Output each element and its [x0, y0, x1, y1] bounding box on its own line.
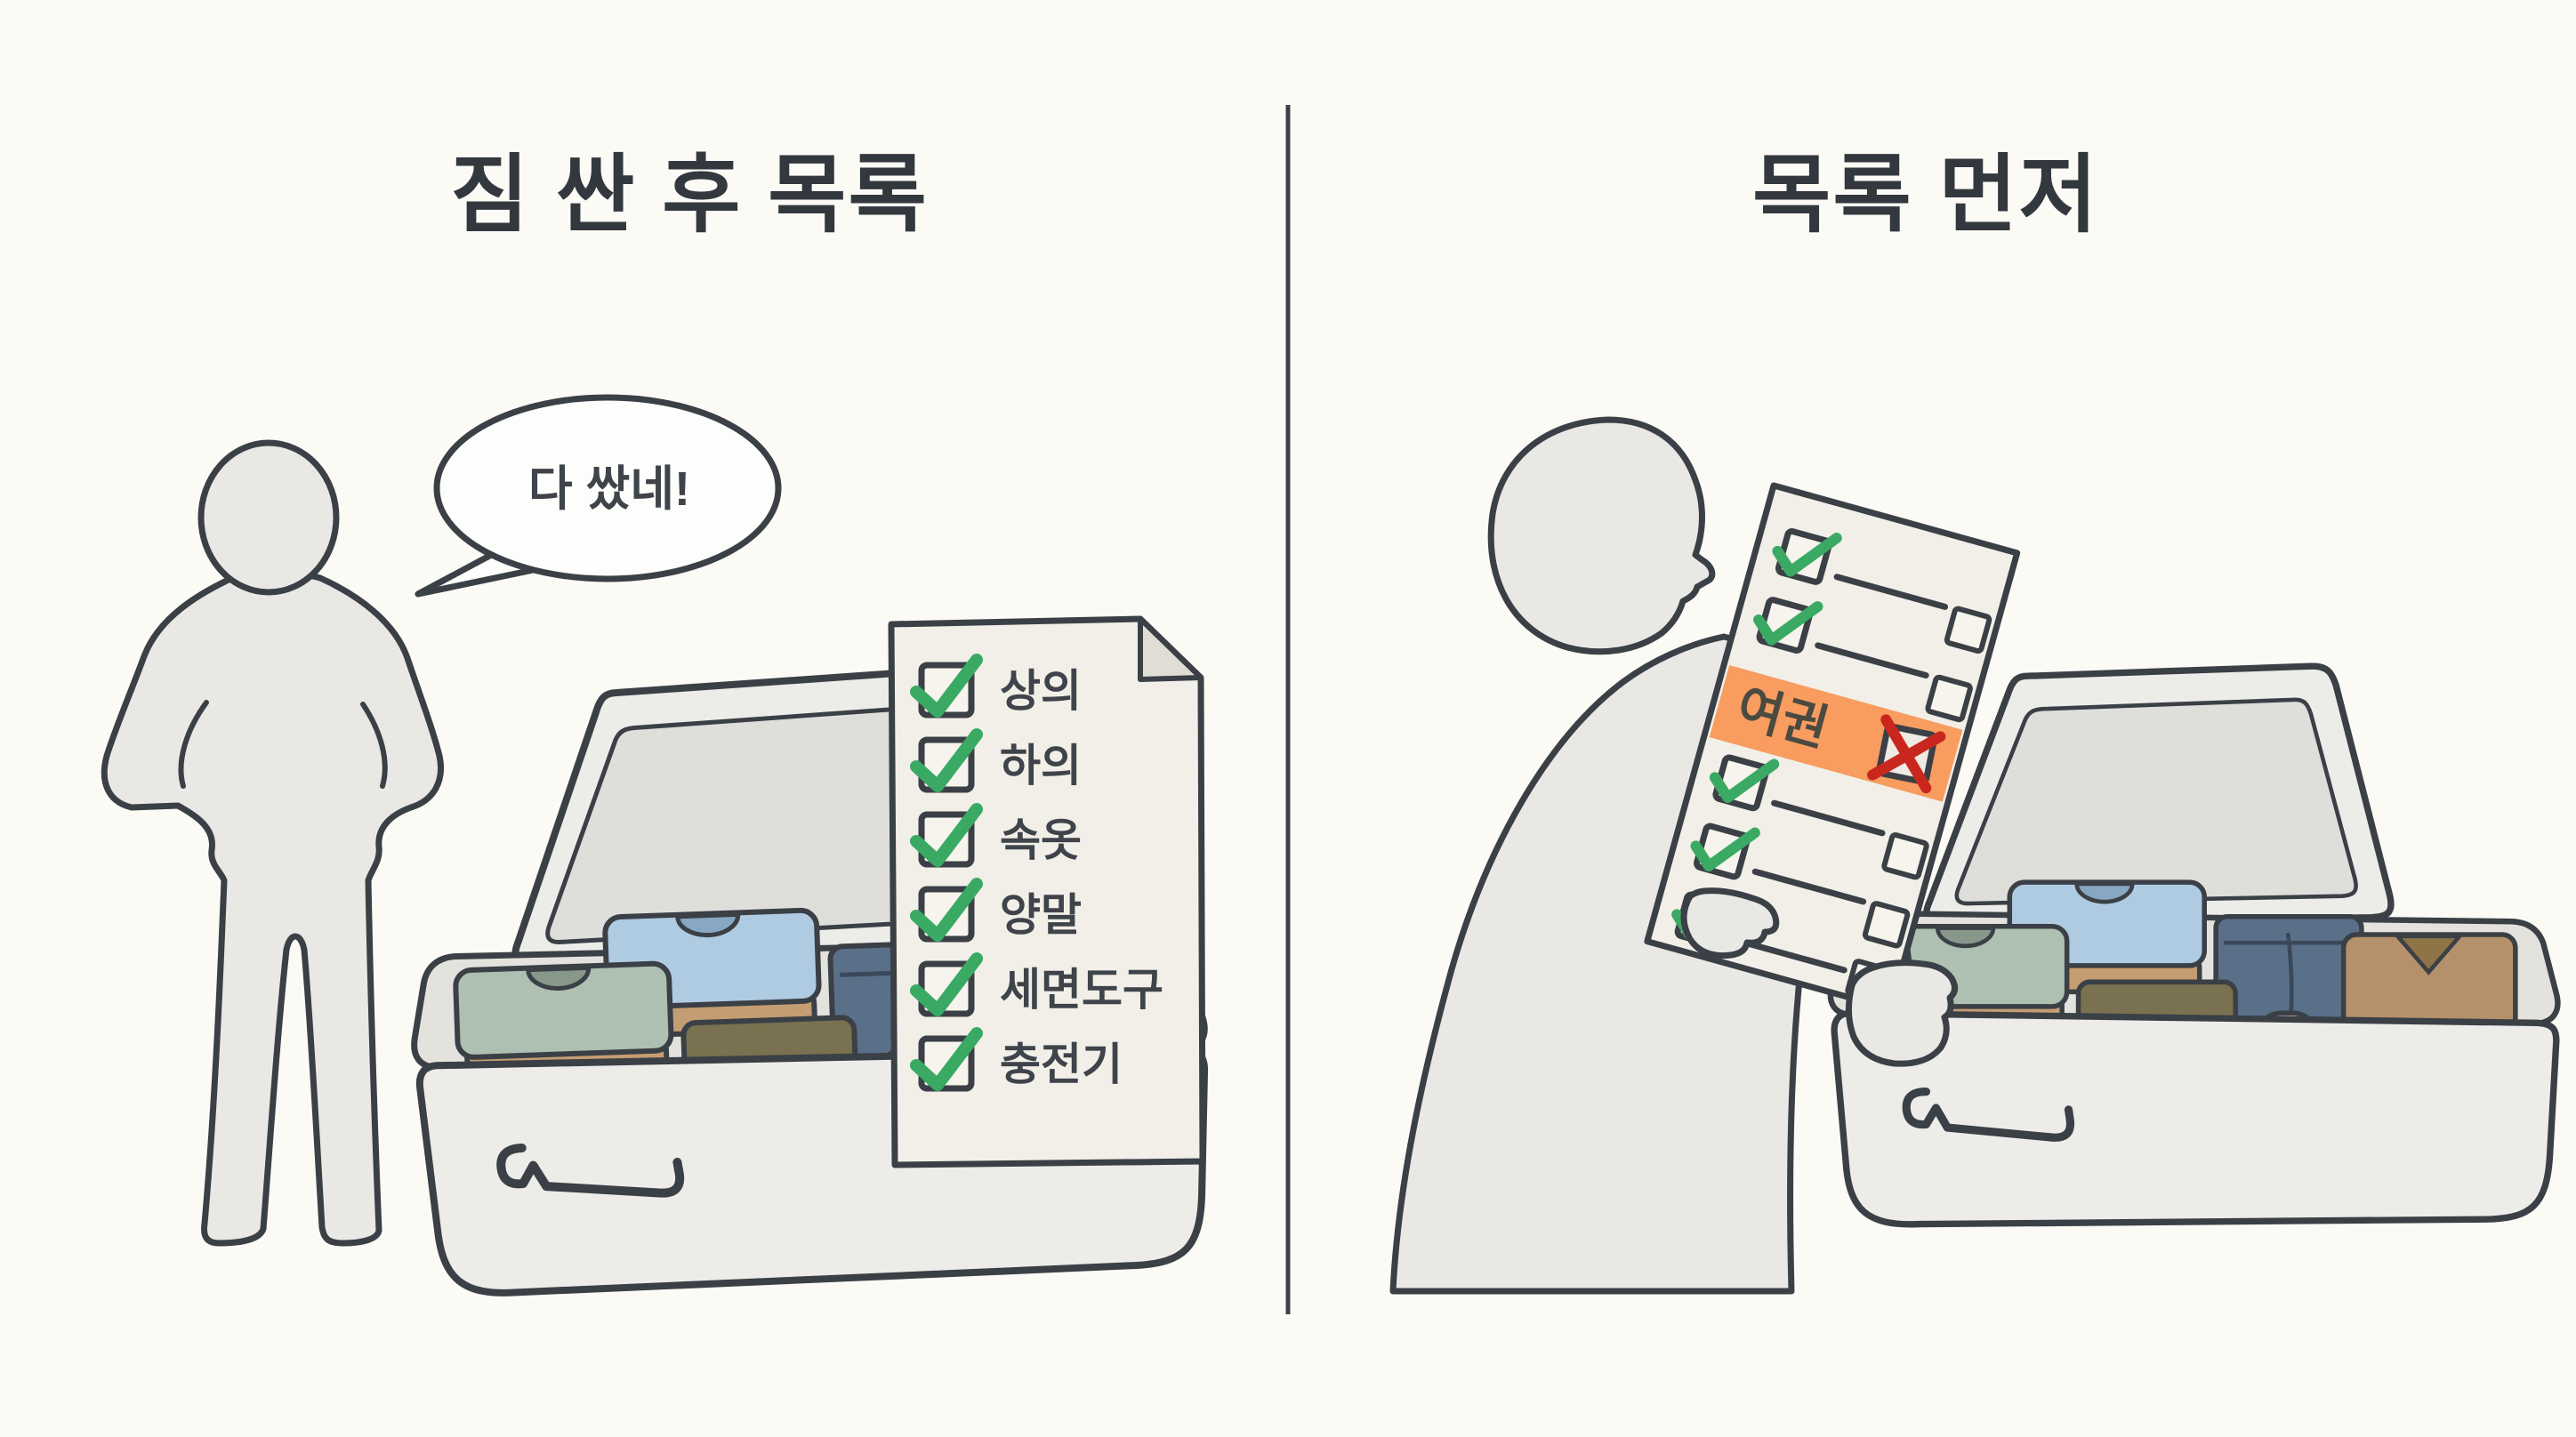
person-arm-inner-lines [178, 700, 388, 789]
checklist-item-label: 세면도구 [1000, 965, 1163, 1015]
checklist-item-label: 양말 [1000, 890, 1082, 940]
checklist-row: 하의 [910, 728, 1082, 793]
checklist-row: 속옷 [910, 803, 1082, 868]
left-panel: 짐 싼 후 목록 다 쌌네! 상의 [101, 148, 1212, 1296]
checkmark-icon [910, 654, 983, 718]
checklist-item-label: 속옷 [1000, 815, 1082, 865]
right-checkbox [1881, 832, 1929, 880]
right-checkbox [1944, 606, 1992, 654]
right-checkbox [1925, 674, 1973, 723]
checklist-item-label: 충전기 [1000, 1040, 1123, 1089]
left-panel-title: 짐 싼 후 목록 [450, 148, 929, 243]
right-panel: 목록 먼저 [1389, 148, 2557, 1295]
speech-bubble-body [433, 394, 782, 582]
checklist-row [1690, 823, 1911, 949]
checkmark-icon [1772, 533, 1842, 577]
checkmark-icon [1753, 601, 1823, 646]
checkmark-icon [910, 952, 983, 1016]
checklist-item-label: 상의 [1000, 666, 1082, 716]
row-line [1771, 799, 1886, 837]
checkmark-icon [1690, 827, 1760, 872]
hand-icon [1680, 887, 1780, 959]
person-packed-first [101, 439, 444, 1247]
right-panel-title: 목록 먼저 [1752, 148, 2099, 243]
checklist-row [1772, 528, 1992, 654]
checklist-row [1709, 754, 1929, 880]
checklist-item-label: 하의 [1000, 741, 1082, 791]
person-head [1487, 416, 1716, 655]
checkmark-icon [910, 803, 983, 867]
person-body [101, 568, 444, 1247]
paper-fold-corner [1138, 616, 1203, 682]
right-checkbox [1862, 901, 1911, 949]
x-mark-icon [1867, 714, 1946, 794]
checklist-row: 충전기 [910, 1027, 1123, 1092]
row-line [1815, 642, 1929, 679]
checklist-row [1753, 597, 1973, 723]
hand-icon [1846, 959, 1958, 1067]
row-line [1751, 868, 1867, 905]
checkmark-icon [910, 878, 983, 942]
checklist-paper-left: 상의 하의 속옷 양말 세면도구 [888, 615, 1206, 1168]
checkmark-icon [910, 1027, 983, 1091]
speech-bubble: 다 쌌네! [415, 394, 782, 598]
checklist-row: 상의 [910, 654, 1082, 718]
checkmark-icon [1709, 759, 1780, 803]
checklist-row: 양말 [910, 878, 1082, 943]
speech-bubble-text: 다 쌌네! [528, 462, 690, 516]
highlighted-item-row: 여권 [1709, 665, 1963, 802]
checkmark-icon [910, 728, 983, 792]
checklist-row: 세면도구 [910, 952, 1163, 1017]
row-line [1833, 574, 1949, 610]
person-head [197, 439, 340, 596]
